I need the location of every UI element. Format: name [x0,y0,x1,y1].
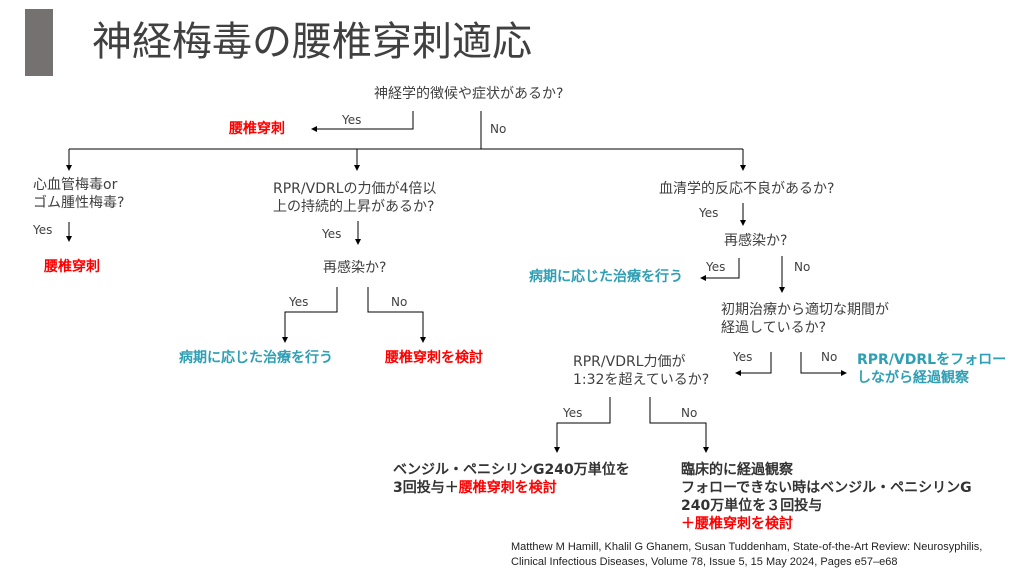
right-reinfection-yes-label: Yes [706,260,726,274]
citation-line1: Matthew M Hamill, Khalil G Ghanem, Susan… [511,541,983,553]
right-question: 血清学的反応不良があるか? [659,181,835,197]
left-yes-result: 腰椎穿刺 [44,259,100,275]
root-question: 神経学的徴候や症状があるか? [374,86,564,102]
middle-reinfection-yes-result: 病期に応じた治療を行う [179,350,333,366]
root-yes-result: 腰椎穿刺 [229,121,285,137]
root-yes-label: Yes [342,113,362,127]
connector-middle-reinf-no [367,287,426,343]
connector-right-reinf-yes [700,258,740,281]
period-no-result-line2: しながら経過観察 [857,370,969,386]
period-question-line2: 経過しているか? [721,320,827,336]
left-question-line1: 心血管梅毒or [33,177,118,193]
right-reinfection-no-label: No [794,260,811,274]
middle-reinfection-no-result: 腰椎穿刺を検討 [385,350,483,366]
middle-yes-label: Yes [322,227,342,241]
connector-period-no [800,352,847,376]
left-question-line2: ゴム腫性梅毒? [33,195,125,211]
connector-middle-reinf-yes [282,287,338,343]
period-question-line1: 初期治療から適切な期間が [721,302,889,318]
right-reinfection-yes-result: 病期に応じた治療を行う [529,269,683,285]
titer-no-result-line4: ＋腰椎穿刺を検討 [681,516,793,532]
right-reinfection-question: 再感染か? [724,233,788,249]
titer-no-result-line2: フォローできない時はベンジル・ペニシリンG [681,480,972,496]
connector-titer-no [649,397,709,453]
titer-yes-result-line1: ベンジル・ペニシリンG240万単位を [393,462,630,478]
citation: Matthew M Hamill, Khalil G Ghanem, Susan… [511,540,982,570]
period-no-label: No [821,350,838,364]
middle-reinfection-question: 再感染か? [323,260,387,276]
period-yes-label: Yes [733,350,753,364]
middle-reinfection-no-label: No [391,295,408,309]
right-yes-label: Yes [699,206,719,220]
titer-question-line2: 1:32を超えているか? [573,372,710,388]
titer-yes-result-red: 腰椎穿刺を検討 [458,480,557,496]
root-no-label: No [490,122,507,136]
middle-question-line1: RPR/VDRLの力価が4倍以 [273,181,437,197]
titer-yes-result-line2: 3回投与＋腰椎穿刺を検討 [393,479,557,498]
titer-no-result-line3: 240万単位を３回投与 [681,498,823,514]
page-title: 神経梅毒の腰椎穿刺適応 [92,19,532,65]
connector-root-yes [311,111,414,132]
titer-yes-result-prefix: 3回投与＋ [393,480,459,496]
titer-question-line1: RPR/VDRL力価が [573,354,686,370]
period-no-result-line1: RPR/VDRLをフォロー [857,352,1007,368]
titer-no-label: No [681,406,698,420]
title-accent-bar [25,9,53,76]
citation-line2: Clinical Infectious Diseases, Volume 78,… [511,556,898,568]
middle-question-line2: 上の持続的上昇があるか? [273,199,435,215]
connector-titer-yes [554,397,611,453]
titer-yes-label: Yes [563,406,583,420]
left-yes-label: Yes [33,223,53,237]
middle-reinfection-yes-label: Yes [289,295,309,309]
connector-period-yes [735,352,772,376]
titer-no-result-line1: 臨床的に経過観察 [681,462,793,478]
